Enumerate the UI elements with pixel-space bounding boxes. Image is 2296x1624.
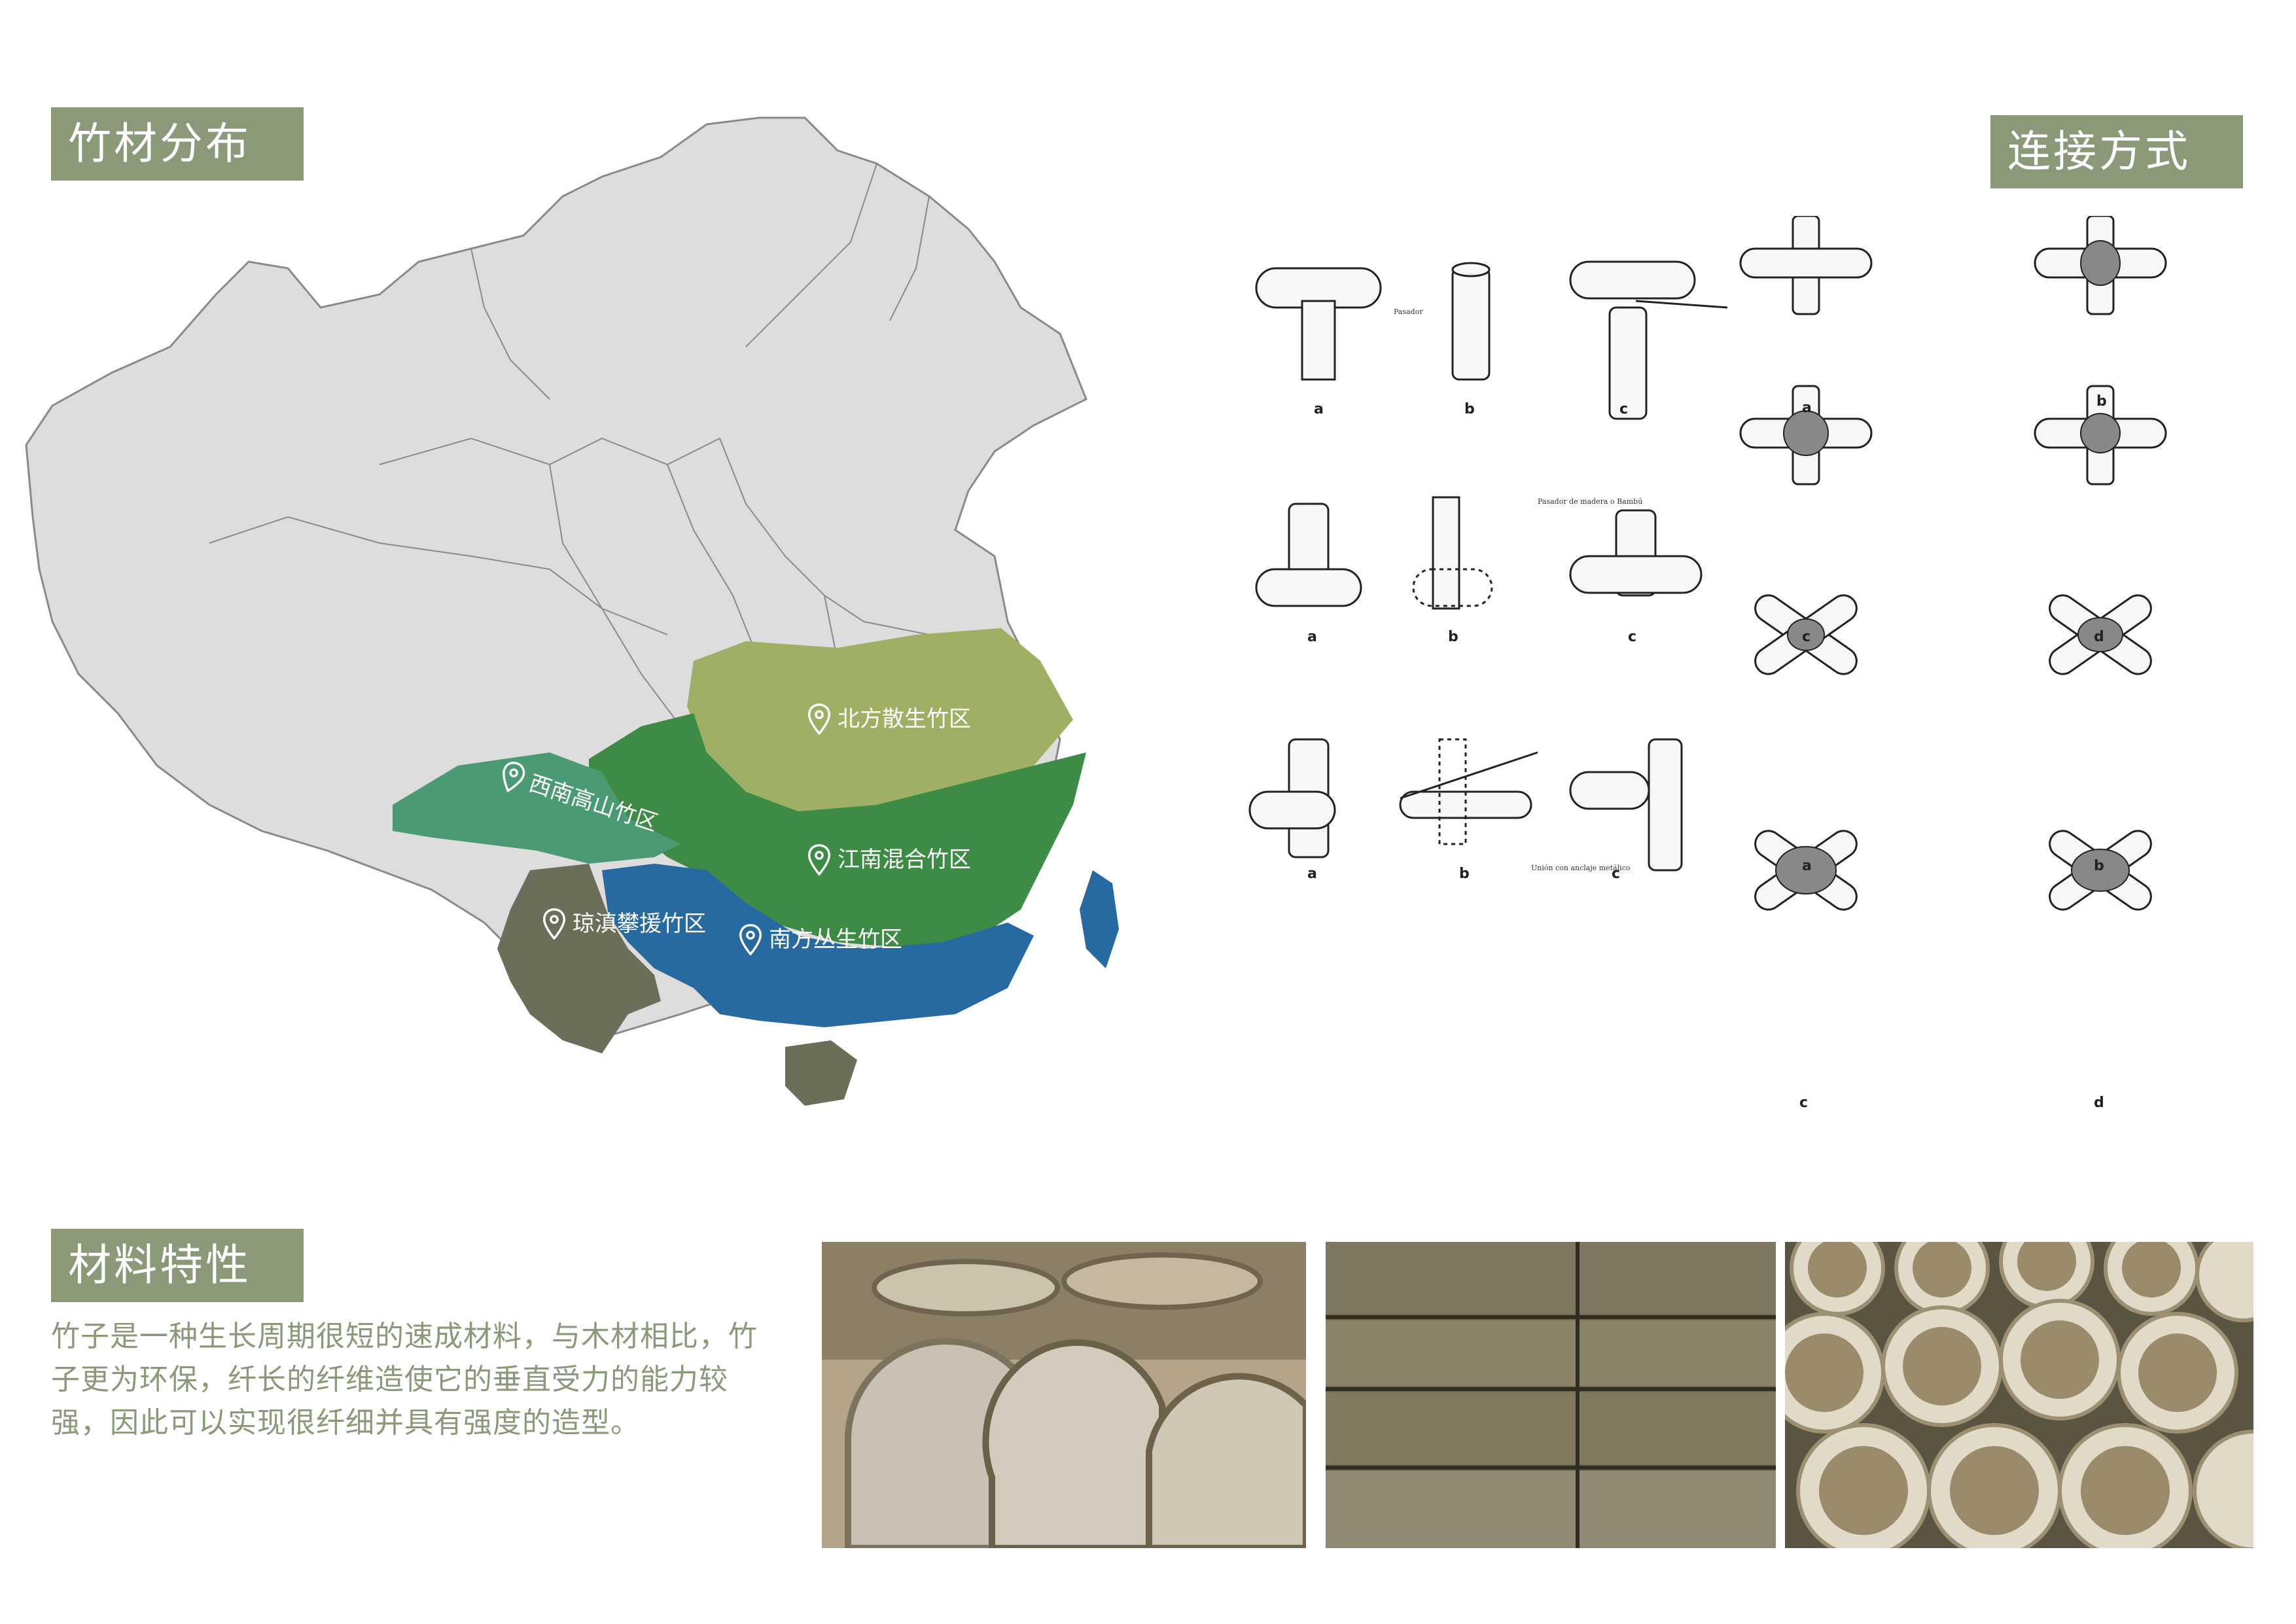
section-title-distribution: 竹材分布 (51, 107, 304, 181)
label-south: 南方丛生竹区 (739, 924, 902, 955)
svg-text:a: a (1802, 858, 1812, 874)
joint-1a (1255, 267, 1382, 381)
bamboo-photo-halves (822, 1242, 1306, 1548)
svg-text:b: b (1464, 401, 1475, 417)
svg-text:a: a (1307, 629, 1317, 645)
svg-text:南方丛生竹区: 南方丛生竹区 (769, 927, 902, 953)
joint-3a (1248, 738, 1336, 858)
region-north (687, 628, 1073, 811)
svg-text:琼滇攀援竹区: 琼滇攀援竹区 (573, 911, 706, 937)
label-yunnan: 琼滇攀援竹区 (543, 908, 706, 940)
svg-text:Unión con anclaje metálico: Unión con anclaje metálico (1531, 864, 1631, 872)
svg-text:c: c (1628, 629, 1636, 645)
bamboo-photo-tubes (1785, 1242, 2253, 1548)
svg-text:a: a (1802, 400, 1812, 416)
label-jiangnan: 江南混合竹区 (808, 844, 971, 875)
region-southwest (393, 752, 680, 864)
island-hainan (785, 1040, 857, 1106)
svg-text:d: d (2094, 1095, 2104, 1111)
joint-2a (1255, 503, 1362, 607)
joint-3b (1399, 738, 1538, 845)
svg-text:d: d (2094, 629, 2104, 645)
svg-text:Pasador: Pasador (1394, 308, 1423, 316)
joint-1c (1569, 260, 1728, 420)
joint-3c (1569, 738, 1683, 872)
svg-text:c: c (1619, 401, 1628, 417)
svg-text:c: c (1802, 629, 1810, 645)
region-yunnan (497, 864, 661, 1053)
svg-text:北方散生竹区: 北方散生竹区 (838, 706, 971, 732)
svg-text:a: a (1307, 866, 1317, 882)
joint-2b (1412, 496, 1493, 610)
svg-text:c: c (1612, 866, 1620, 882)
section-title-material: 材料特性 (51, 1229, 304, 1302)
lash-1a (1739, 216, 1873, 315)
china-bamboo-map: 北方散生竹区 江南混合竹区 西南高山竹区 南方丛生竹区 琼滇攀援竹区 (25, 116, 1119, 1106)
svg-text:Pasador de madera o Bambú: Pasador de madera o Bambú (1538, 497, 1642, 506)
joint-1b (1451, 262, 1491, 381)
island-taiwan (1080, 870, 1119, 968)
label-north: 北方散生竹区 (808, 703, 971, 735)
connection-diagrams: Pasador Pasador de madera o Bambú Unión … (1248, 216, 2167, 1111)
svg-text:b: b (1448, 629, 1458, 645)
svg-text:c: c (1799, 1095, 1808, 1111)
svg-text:b: b (2094, 858, 2104, 874)
joint-2c (1569, 509, 1703, 597)
svg-text:a: a (1314, 401, 1324, 417)
section-title-connection: 连接方式 (1990, 115, 2243, 188)
material-description: 竹子是一种生长周期很短的速成材料，与木材相比，竹子更为环保，纤长的纤维造使它的垂… (51, 1320, 758, 1439)
region-jiangnan (589, 713, 1086, 949)
region-south (602, 864, 1034, 1027)
svg-text:b: b (1459, 866, 1470, 882)
svg-text:江南混合竹区: 江南混合竹区 (838, 847, 971, 873)
svg-text:b: b (2096, 393, 2107, 410)
bamboo-photo-poles (1326, 1242, 1776, 1548)
